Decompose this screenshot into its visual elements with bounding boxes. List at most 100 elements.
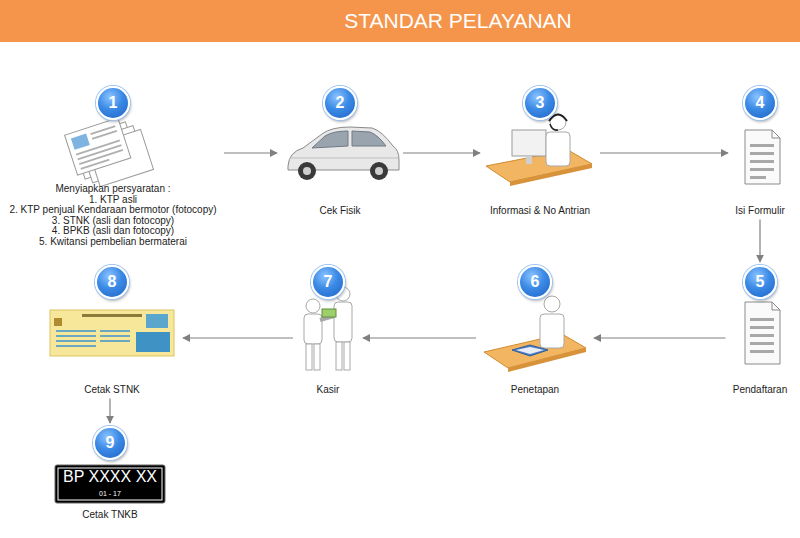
form-icon [745, 130, 780, 184]
step-caption: 3. STNK (asli dan fotocopy) [52, 216, 174, 227]
step-node: 8Cetak STNK [44, 265, 180, 396]
registration-icon-part [745, 302, 780, 364]
step-caption: 4. BPKB (asli dan fotocopy) [52, 226, 174, 237]
stnk-card-icon-part [100, 335, 130, 337]
assessment-desk-icon-part [516, 347, 544, 354]
documents-icon-part-part [71, 133, 90, 149]
form-icon-part [750, 168, 774, 171]
form-icon-part [750, 176, 766, 179]
flow-arrow [363, 337, 476, 338]
form-icon-part [750, 160, 774, 163]
cashier-icon-part [306, 344, 312, 370]
step-caption: Cetak TNKB [82, 510, 137, 521]
stnk-card-icon-part [100, 340, 130, 342]
step-caption: 5. Kwitansi pembelian bermaterai [39, 237, 187, 248]
stnk-card-icon-part [50, 310, 174, 356]
car-icon-part [303, 167, 311, 175]
step-node: 4Isi Formulir [731, 86, 789, 217]
step-number: 3 [523, 86, 557, 120]
step-caption: Informasi & No Antrian [490, 206, 590, 217]
step-number: 8 [95, 265, 129, 299]
registration-icon-part [772, 302, 780, 310]
stnk-card-icon-part [100, 330, 130, 332]
cashier-icon-part [336, 342, 342, 370]
step-number: 4 [743, 86, 777, 120]
car-icon-part [298, 162, 316, 180]
information-desk-icon-part [550, 114, 566, 130]
stnk-card-icon-part [54, 318, 62, 326]
license-plate-icon-part [55, 465, 165, 503]
step-node: 1Menyiapkan persyaratan :1. KTP asli2. K… [5, 86, 221, 247]
car-icon-part [375, 167, 383, 175]
plate-text: BP XXXX XX [55, 467, 165, 487]
step-number: 5 [743, 265, 777, 299]
stnk-card-icon-part [136, 332, 170, 352]
flow-arrow [183, 337, 293, 338]
flow-arrow [403, 152, 480, 153]
stnk-card-icon-part [56, 335, 96, 337]
flow-arrow [759, 220, 760, 263]
step-caption: Cek Fisik [319, 206, 360, 217]
registration-icon-part [750, 334, 774, 337]
page-title: STANDAR PELAYANAN [0, 0, 800, 42]
cashier-icon-part [334, 302, 352, 342]
flow-arrow [594, 337, 726, 338]
information-desk-icon-part [550, 124, 558, 130]
documents-icon-part-part [65, 118, 131, 175]
form-icon-part [750, 144, 774, 147]
stnk-card-icon-part [146, 314, 168, 328]
registration-icon [745, 302, 780, 364]
stnk-card-icon-part [56, 345, 96, 347]
step-number: 6 [518, 265, 552, 299]
cashier-icon-part [304, 314, 322, 344]
information-desk-icon-part [512, 130, 546, 156]
assessment-desk-icon-part [540, 314, 564, 348]
step-node: 3Informasi & No Antrian [483, 86, 597, 217]
documents-icon-part [65, 112, 154, 192]
car-icon-part [290, 158, 398, 159]
assessment-desk-icon [484, 296, 586, 372]
step-node: 7Kasir [296, 265, 360, 396]
step-caption: Pendaftaran [733, 385, 788, 396]
cashier-icon-part [314, 344, 320, 370]
step-number: 2 [323, 86, 357, 120]
car-icon-part [312, 131, 348, 148]
stnk-card-icon-part [82, 314, 142, 317]
documents-icon-part-part [90, 125, 115, 135]
car-icon-part [352, 131, 386, 146]
information-desk-icon-part [549, 115, 567, 122]
information-desk-icon-part [546, 132, 570, 166]
stnk-card-icon [50, 310, 174, 356]
registration-icon-part [750, 350, 774, 353]
assessment-desk-icon-part [512, 345, 548, 356]
stnk-card-icon-part [56, 330, 96, 332]
step-caption: Penetapan [511, 385, 559, 396]
form-icon-part [772, 130, 780, 138]
plate-text: 01 - 17 [55, 489, 165, 498]
step-number: 9 [93, 426, 127, 460]
step-caption: Menyiapkan persyaratan : [55, 184, 170, 195]
car-icon-part [370, 162, 388, 180]
information-desk-icon [486, 114, 592, 186]
form-icon-part [745, 130, 780, 184]
information-desk-icon-part [510, 164, 592, 186]
cashier-icon-part [344, 342, 350, 370]
step-caption: Isi Formulir [735, 206, 784, 217]
flow-arrow [600, 152, 728, 153]
assessment-desk-icon-part [544, 296, 560, 312]
registration-icon-part [750, 326, 774, 329]
documents-icon-part-part [92, 130, 117, 140]
flow-arrow [109, 399, 110, 424]
flow-arrow [224, 152, 277, 153]
stnk-card-icon-part [56, 340, 96, 342]
documents-icon [65, 112, 154, 192]
license-plate-icon [55, 465, 165, 503]
car-icon [288, 127, 399, 180]
form-icon-part [750, 152, 774, 155]
registration-icon-part [750, 318, 774, 321]
cashier-icon-part [306, 299, 320, 313]
step-caption: Kasir [317, 385, 340, 396]
step-caption: Cetak STNK [84, 385, 140, 396]
step-caption: 2. KTP penjual Kendaraan bermotor (fotoc… [9, 205, 216, 216]
